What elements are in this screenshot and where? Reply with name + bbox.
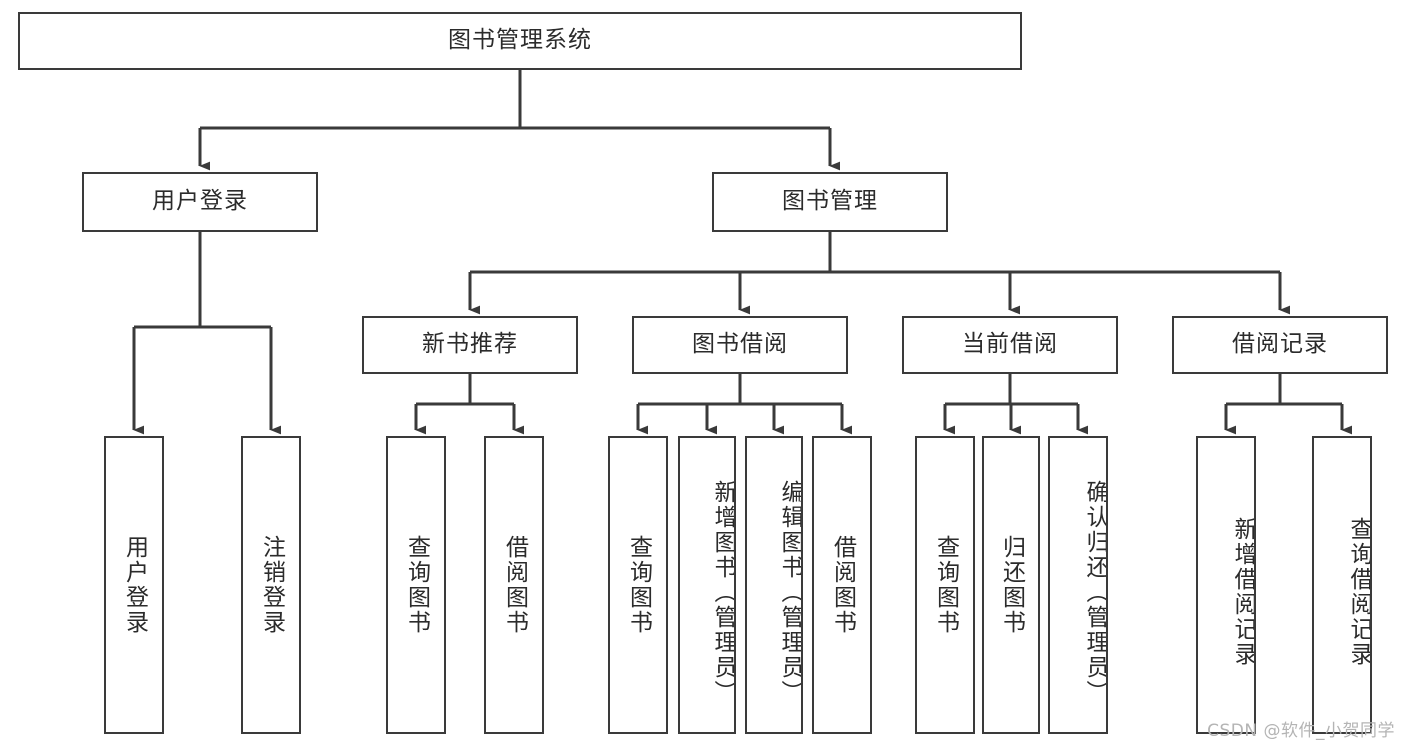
leaf-query-book-borrow[interactable]: 查询图书 xyxy=(608,436,668,734)
node-book-borrow[interactable]: 图书借阅 xyxy=(632,316,848,374)
node-root-system[interactable]: 图书管理系统 xyxy=(18,12,1022,70)
leaf-add-book-admin[interactable]: 新增图书（管理员） xyxy=(678,436,736,734)
leaf-edit-book-admin[interactable]: 编辑图书（管理员） xyxy=(745,436,803,734)
node-borrow-record[interactable]: 借阅记录 xyxy=(1172,316,1388,374)
leaf-confirm-return-admin[interactable]: 确认归还（管理员） xyxy=(1048,436,1108,734)
leaf-logout[interactable]: 注销登录 xyxy=(241,436,301,734)
node-new-book-recommend[interactable]: 新书推荐 xyxy=(362,316,578,374)
node-current-borrow[interactable]: 当前借阅 xyxy=(902,316,1118,374)
leaf-borrow-book[interactable]: 借阅图书 xyxy=(812,436,872,734)
leaf-add-borrow-record[interactable]: 新增借阅记录 xyxy=(1196,436,1256,734)
leaf-borrow-book-newbook[interactable]: 借阅图书 xyxy=(484,436,544,734)
leaf-user-login[interactable]: 用户登录 xyxy=(104,436,164,734)
leaf-return-book[interactable]: 归还图书 xyxy=(982,436,1040,734)
leaf-query-borrow-record[interactable]: 查询借阅记录 xyxy=(1312,436,1372,734)
leaf-query-book-current[interactable]: 查询图书 xyxy=(915,436,975,734)
node-user-login[interactable]: 用户登录 xyxy=(82,172,318,232)
leaf-query-book-newbook[interactable]: 查询图书 xyxy=(386,436,446,734)
node-book-management[interactable]: 图书管理 xyxy=(712,172,948,232)
